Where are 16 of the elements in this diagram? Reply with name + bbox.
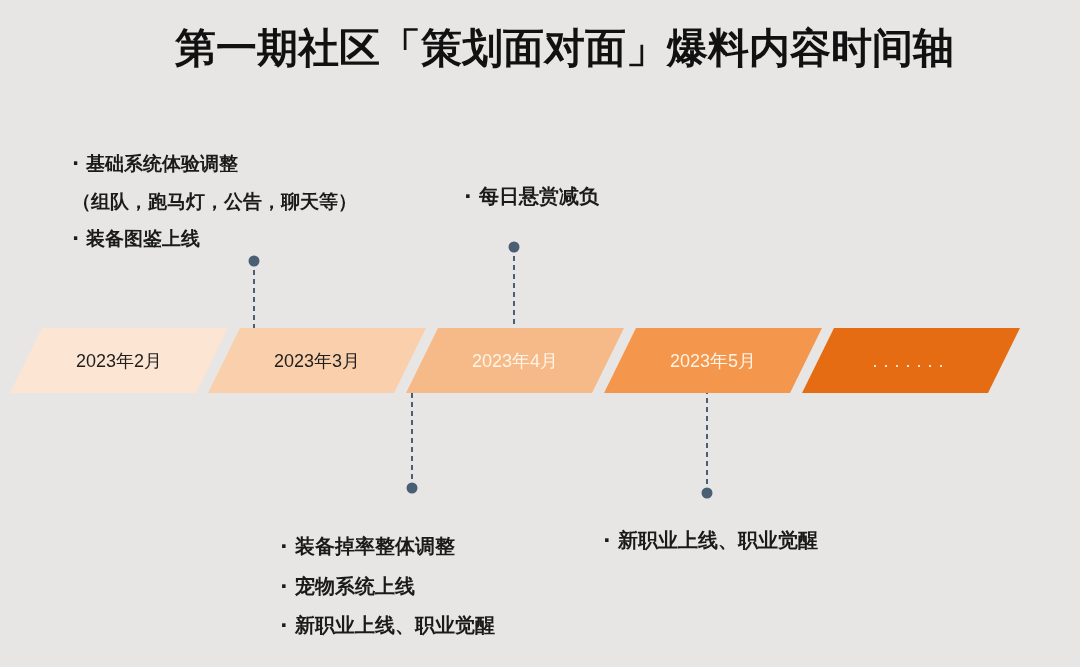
timeline-note: · 新职业上线、职业觉醒 xyxy=(280,612,495,638)
segment-label: 2023年5月 xyxy=(669,349,757,372)
title: 第一期社区「策划面对面」爆料内容时间轴 xyxy=(175,23,954,74)
leader-line xyxy=(248,255,260,329)
timeline-note: · 新职业上线、职业觉醒 xyxy=(603,527,818,553)
timeline-note: · 每日悬赏减负 xyxy=(464,183,599,209)
timeline-note: · 宠物系统上线 xyxy=(280,572,415,599)
segment-label: ....... xyxy=(872,349,950,372)
segment-label: 2023年2月 xyxy=(75,349,163,372)
timeline-note: · 基础系统体验调整 xyxy=(72,151,238,176)
timeline-note: · 装备图鉴上线 xyxy=(72,226,200,251)
timeline-note: · 装备掉率整体调整 xyxy=(280,533,455,559)
segment-label: 2023年3月 xyxy=(273,349,361,372)
leader-line xyxy=(406,392,418,494)
timeline-note: （组队，跑马灯，公告，聊天等） xyxy=(72,188,357,214)
segment-label: 2023年4月 xyxy=(471,349,559,372)
